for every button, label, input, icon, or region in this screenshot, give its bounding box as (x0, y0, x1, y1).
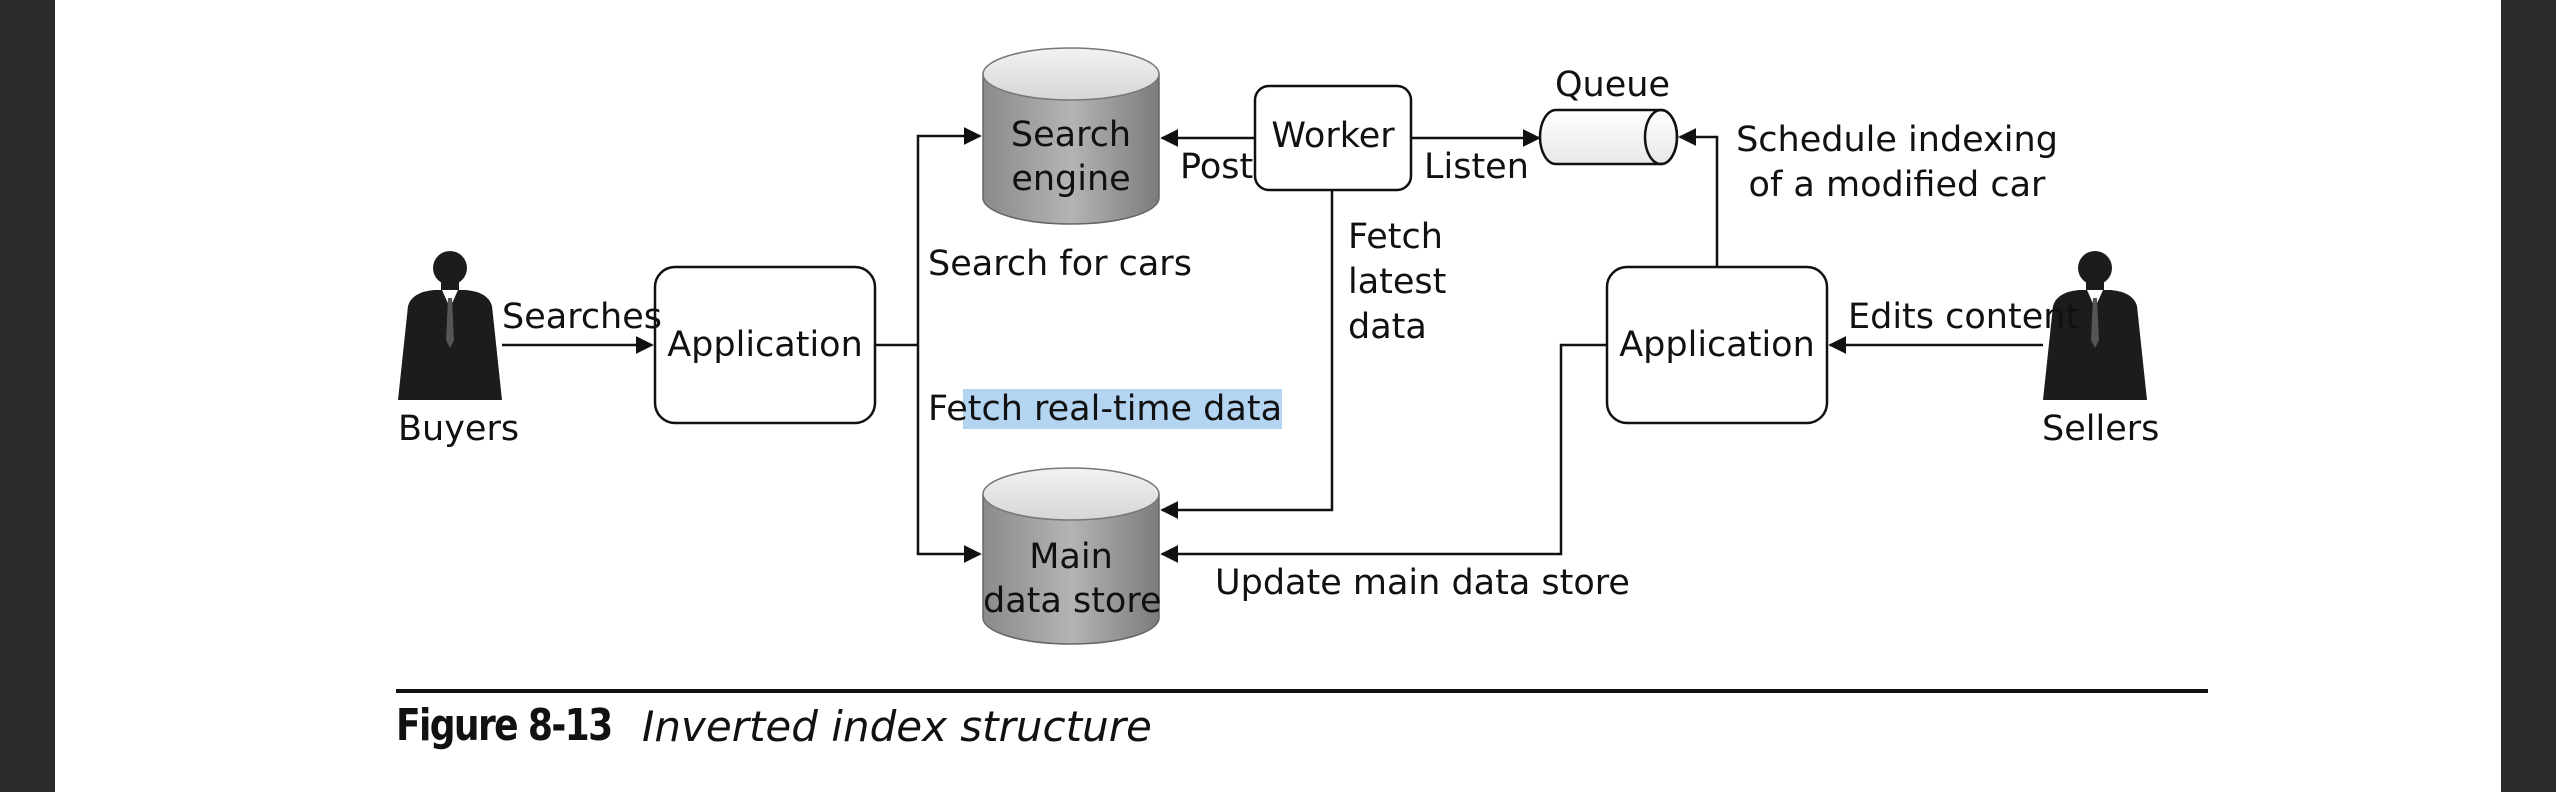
main-store-label-line1: Main (1029, 537, 1113, 577)
architecture-diagram (398, 47, 2147, 645)
update-main-store-arrow (1160, 343, 1607, 563)
sellers-label: Sellers (2042, 409, 2160, 449)
application-left-label: Application (667, 325, 863, 365)
fetch-realtime-label: Fetch real-time data (928, 388, 1283, 430)
buyers-label: Buyers (398, 409, 520, 449)
figure-title: Inverted index structure (642, 702, 1152, 751)
fetch-latest-label-line2: latest (1348, 262, 1447, 302)
fetch-latest-label-line1: Fetch (1348, 217, 1443, 257)
search-engine-cylinder (982, 47, 1160, 225)
search-engine-label-line2: engine (1011, 159, 1131, 199)
schedule-indexing-label-line2: of a modified car (1748, 165, 2046, 205)
main-data-store-cylinder (982, 467, 1160, 645)
schedule-indexing-arrow (1678, 128, 1719, 267)
queue-label: Queue (1555, 65, 1670, 105)
buyers-person-icon (398, 251, 502, 400)
search-engine-label-line1: Search (1010, 115, 1132, 155)
sellers-person-icon (2043, 251, 2147, 400)
queue-shape (1538, 108, 1679, 166)
fetch-latest-label-line3: data (1348, 307, 1427, 347)
post-label: Post (1180, 147, 1254, 187)
update-main-store-label: Update main data store (1215, 563, 1630, 603)
worker-label: Worker (1271, 116, 1395, 156)
schedule-indexing-label-line1: Schedule indexing (1736, 120, 2058, 160)
figure-number: Figure 8-13 (396, 700, 613, 751)
fetch-realtime-arrow (916, 345, 982, 563)
fetch-realtime-text: Fetch real-time data (928, 389, 1283, 429)
search-for-cars-arrow (916, 127, 982, 345)
edits-content-label: Edits content (1848, 297, 2080, 337)
searches-label: Searches (502, 297, 663, 337)
main-store-label-line2: data store (983, 581, 1162, 621)
document-page: Buyers Sellers Application Application W… (55, 0, 2501, 792)
application-right-label: Application (1619, 325, 1815, 365)
caption-rule (396, 689, 2208, 693)
fetch-latest-arrow (1160, 190, 1334, 519)
listen-label: Listen (1424, 147, 1529, 187)
search-for-cars-label: Search for cars (928, 244, 1192, 284)
